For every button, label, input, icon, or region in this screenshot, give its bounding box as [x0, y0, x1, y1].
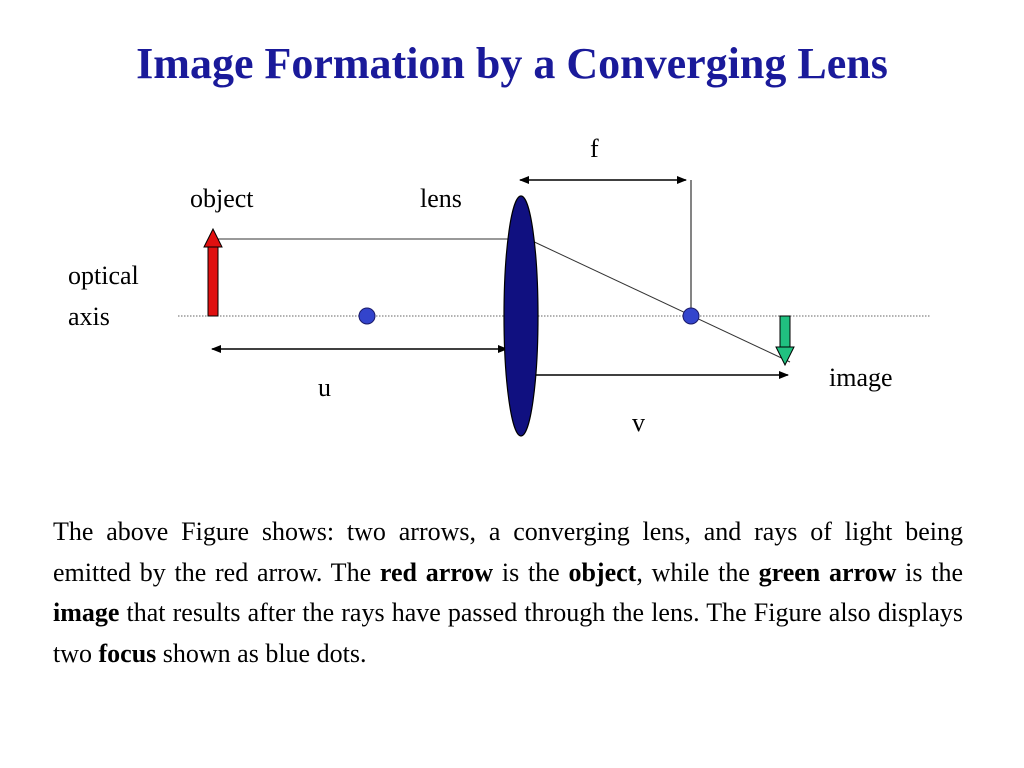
caption-bold-object: object — [568, 557, 637, 587]
image-label: image — [829, 363, 893, 392]
caption-bold-green-arrow: green arrow — [758, 557, 897, 587]
lens-diagram: f object lens optical axis u image v — [68, 134, 930, 437]
image-distance-label: v — [632, 408, 645, 437]
figure-caption: The above Figure shows: two arrows, a co… — [53, 512, 963, 674]
focus-dot-left — [358, 307, 376, 325]
optical-axis-label-line1: optical — [68, 261, 139, 290]
caption-text-5: that results after the rays have passed … — [53, 598, 963, 668]
object-arrow — [203, 227, 223, 317]
refracted-ray — [527, 238, 791, 363]
caption-bold-focus: focus — [98, 638, 157, 668]
caption-text-4: is the — [896, 557, 964, 587]
focus-dot-right — [682, 307, 700, 325]
caption-bold-red-arrow: red arrow — [379, 557, 494, 587]
image-arrow — [775, 315, 795, 367]
focal-length-label: f — [590, 134, 599, 163]
object-label: object — [190, 184, 254, 213]
optical-axis-label-line2: axis — [68, 302, 110, 331]
caption-text-2: is the — [493, 557, 569, 587]
caption-text-6: shown as blue dots. — [156, 638, 367, 668]
caption-text-3: , while the — [636, 557, 759, 587]
caption-bold-image: image — [53, 598, 120, 627]
page-title: Image Formation by a Converging Lens — [136, 39, 888, 88]
lens-label: lens — [420, 184, 462, 213]
converging-lens — [503, 195, 539, 437]
object-distance-label: u — [318, 373, 331, 402]
caption-text-1: The above Figure shows: two arrows, a co… — [53, 517, 963, 587]
